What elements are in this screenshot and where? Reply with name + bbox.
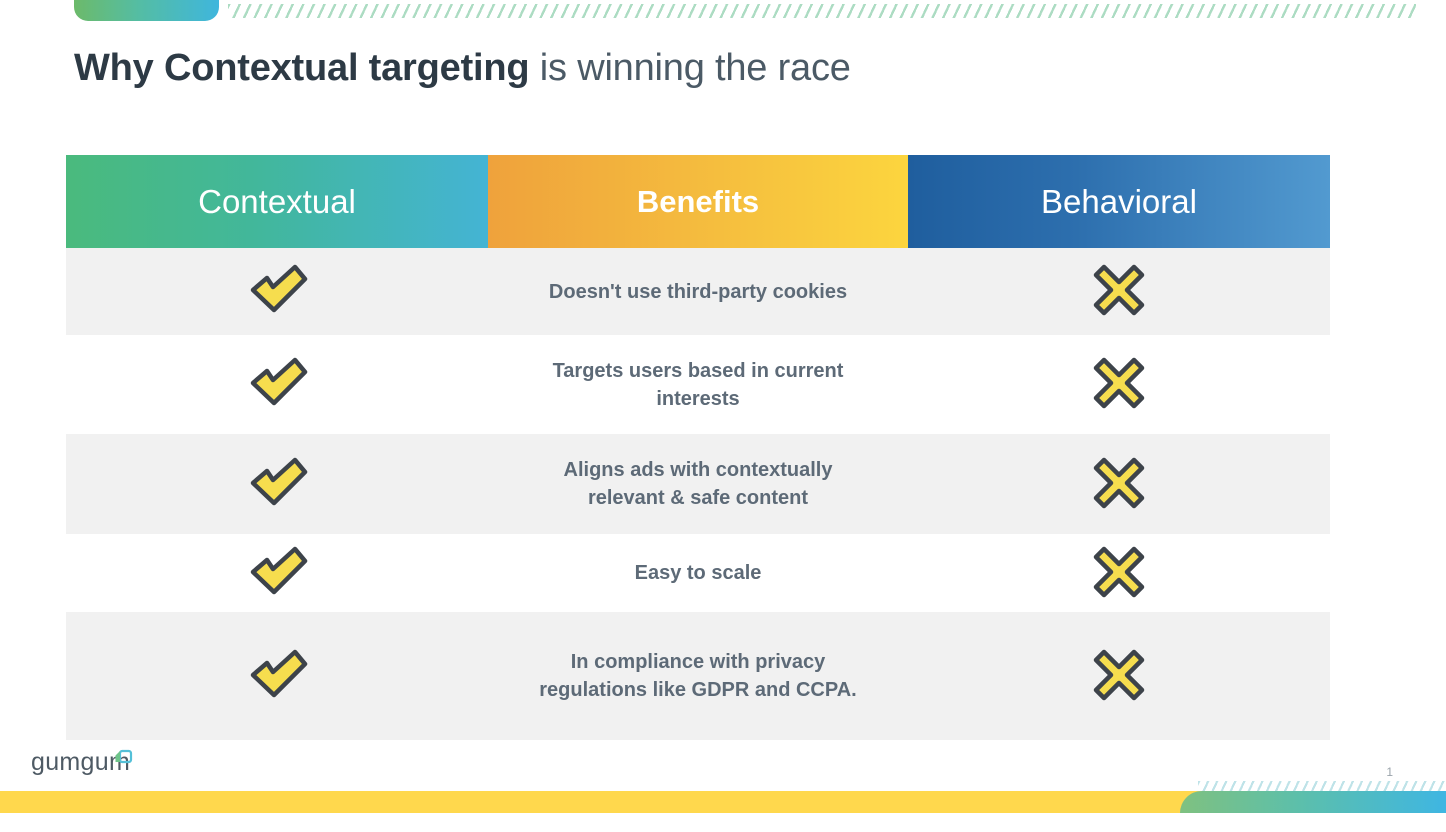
cross-mark-icon (1090, 354, 1148, 410)
bottom-yellow-bar (0, 791, 1446, 813)
top-decoration (0, 0, 1446, 26)
page-title-bold: Why Contextual targeting (74, 47, 530, 89)
table-row: Doesn't use third-party cookies (66, 248, 1330, 335)
cell-behavioral (908, 534, 1330, 612)
table-row: Easy to scale (66, 534, 1330, 612)
table-row: Targets users based in current interests (66, 335, 1330, 434)
cell-contextual (66, 335, 488, 434)
cell-benefit: Doesn't use third-party cookies (488, 248, 908, 335)
page-number: 1 (1386, 765, 1393, 779)
check-mark-icon (243, 354, 311, 410)
check-mark-icon (243, 543, 311, 599)
cell-benefit: In compliance with privacy regulations l… (488, 612, 908, 740)
cell-behavioral (908, 335, 1330, 434)
cross-mark-icon (1090, 454, 1148, 510)
table-header: Contextual Benefits Behavioral (66, 155, 1330, 248)
table-header-row: Contextual Benefits Behavioral (66, 155, 1330, 248)
column-header-contextual: Contextual (66, 155, 488, 248)
column-header-behavioral: Behavioral (908, 155, 1330, 248)
column-header-benefits: Benefits (488, 155, 908, 248)
gumgum-logo-text: gumgum (31, 748, 131, 776)
check-mark-icon (243, 646, 311, 702)
gumgum-logo-mark-icon (112, 744, 134, 766)
top-hatch-pattern (228, 4, 1416, 18)
bottom-hatch-pattern (1198, 781, 1446, 791)
check-mark-icon (243, 261, 311, 317)
cell-benefit: Easy to scale (488, 534, 908, 612)
cross-mark-icon (1090, 261, 1148, 317)
cell-behavioral (908, 612, 1330, 740)
cross-mark-icon (1090, 646, 1148, 702)
cell-contextual (66, 612, 488, 740)
cell-benefit: Targets users based in current interests (488, 335, 908, 434)
cell-contextual (66, 434, 488, 534)
comparison-table: Contextual Benefits Behavioral Doesn't u… (66, 155, 1330, 740)
table-body: Doesn't use third-party cookies (66, 248, 1330, 740)
cell-behavioral (908, 248, 1330, 335)
cell-benefit: Aligns ads with contextually relevant & … (488, 434, 908, 534)
check-mark-icon (243, 454, 311, 510)
cell-contextual (66, 534, 488, 612)
table-row: Aligns ads with contextually relevant & … (66, 434, 1330, 534)
page-title: Why Contextual targeting is winning the … (74, 47, 851, 90)
cell-contextual (66, 248, 488, 335)
bottom-gradient-bar (1180, 791, 1446, 813)
table-row: In compliance with privacy regulations l… (66, 612, 1330, 740)
cross-mark-icon (1090, 543, 1148, 599)
cell-behavioral (908, 434, 1330, 534)
page-title-rest: is winning the race (529, 47, 851, 89)
top-gradient-tab (74, 0, 219, 21)
